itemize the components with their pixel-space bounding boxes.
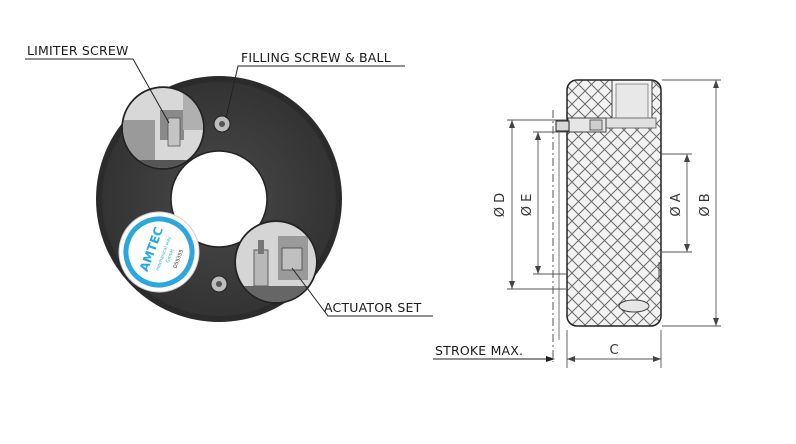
center-bore — [170, 150, 268, 248]
dim-d-label: Ø D — [493, 193, 508, 217]
actuator-set-leader — [291, 267, 433, 317]
dim-e-label: Ø E — [520, 194, 535, 217]
limiter-screw-label: LIMITER SCREW — [27, 43, 129, 58]
callouts — [25, 58, 551, 360]
actuator-cutaway — [234, 220, 318, 304]
dim-c-label: C — [609, 343, 618, 358]
label-line2: GmbH — [165, 248, 175, 263]
amtec-label: AMTEC mechanical way GmbH D55355 — [118, 211, 200, 293]
stroke-max-label: STROKE MAX. — [435, 343, 523, 358]
stroke-max-arrow — [546, 356, 555, 362]
filling-screw-leader — [225, 65, 405, 119]
dim-a-label: Ø A — [669, 193, 684, 216]
filling-screw-icon — [213, 115, 231, 133]
dim-b-label: Ø B — [698, 193, 713, 216]
actuator-set-label: ACTUATOR SET — [324, 300, 422, 315]
front-view: AMTEC mechanical way GmbH D55355 — [96, 76, 342, 322]
limiter-screw-leader — [25, 58, 170, 124]
limiter-cutaway — [121, 86, 205, 170]
side-view — [555, 79, 662, 327]
plunger — [555, 120, 570, 132]
dimension-lines — [507, 79, 721, 368]
lower-screw-icon — [210, 275, 228, 293]
dimension-arrows — [509, 80, 719, 362]
filling-screw-label: FILLING SCREW & BALL — [241, 50, 391, 65]
